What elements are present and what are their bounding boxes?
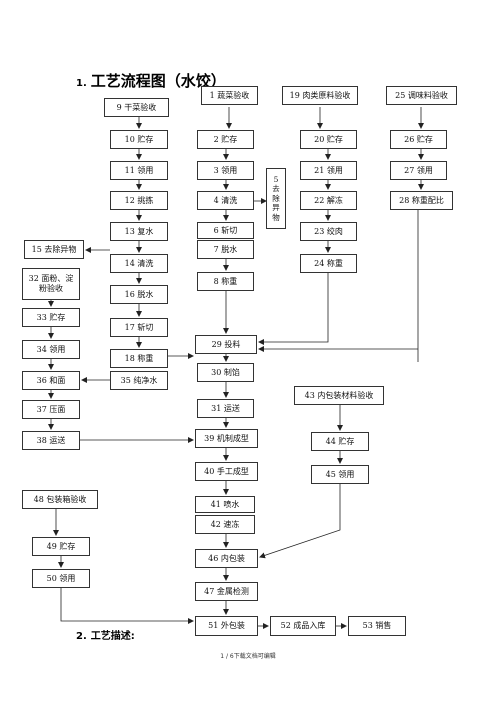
- step-10-storage: 10 贮存: [110, 130, 168, 149]
- step-39-machine-forming: 39 机制成型: [195, 429, 258, 448]
- process-description-heading: 2.工艺描述:: [76, 627, 135, 642]
- step-11-requisition: 11 领用: [110, 161, 168, 180]
- step-21-requisition: 21 领用: [300, 161, 357, 180]
- step-48-carton-receiving: 48 包装箱验收: [22, 490, 98, 509]
- step-28-weighing-proportioning: 28 称重配比: [390, 191, 453, 210]
- step-13-rehydration: 13 复水: [110, 222, 168, 241]
- flowchart-title: 1.工艺流程图（水饺）: [76, 70, 226, 91]
- step-49-storage: 49 贮存: [32, 537, 90, 556]
- step-4-washing: 4 清洗: [197, 191, 254, 210]
- step-41-water-spraying: 41 喷水: [195, 496, 255, 513]
- step-1-vegetable-receiving: 1 蔬菜验收: [201, 86, 258, 105]
- step-33-storage: 33 贮存: [22, 308, 80, 327]
- step-43-inner-packaging-receiving: 43 内包装材料验收: [294, 386, 384, 405]
- step-44-storage: 44 贮存: [311, 432, 369, 451]
- step-17-chopping: 17 斩切: [110, 318, 168, 337]
- step-8-weighing: 8 称重: [197, 272, 254, 291]
- step-30-filling-making: 30 制馅: [197, 363, 254, 382]
- page-footer: 1 / 6下载文档可编辑: [220, 653, 276, 660]
- process-description-text: 工艺描述:: [90, 631, 135, 642]
- step-29-feeding: 29 投料: [195, 335, 257, 354]
- step-2-storage: 2 贮存: [197, 130, 254, 149]
- step-16-dehydration: 16 脱水: [110, 285, 168, 304]
- step-40-manual-forming: 40 手工成型: [195, 462, 258, 481]
- step-3-requisition: 3 领用: [197, 161, 254, 180]
- step-7-dehydration: 7 脱水: [197, 240, 254, 259]
- step-26-storage: 26 贮存: [390, 130, 447, 149]
- step-24-weighing: 24 称重: [300, 254, 357, 273]
- step-34-requisition: 34 领用: [22, 340, 80, 359]
- step-23-mincing: 23 绞肉: [300, 222, 357, 241]
- step-15-foreign-matter-removal: 15 去除异物: [24, 240, 84, 259]
- step-20-storage: 20 贮存: [300, 130, 357, 149]
- step-42-quick-freezing: 42 速冻: [195, 515, 255, 534]
- step-6-chopping: 6 斩切: [197, 222, 254, 239]
- step-5-foreign-matter-removal: 5 去 除 异 物: [266, 168, 286, 229]
- step-22-thawing: 22 解冻: [300, 191, 357, 210]
- step-37-dough-pressing: 37 压面: [22, 400, 80, 419]
- step-35-purified-water: 35 纯净水: [110, 371, 168, 390]
- step-14-washing: 14 清洗: [110, 254, 168, 273]
- step-18-weighing: 18 称重: [110, 349, 168, 368]
- step-12-sorting: 12 挑拣: [110, 191, 168, 210]
- step-36-dough-mixing: 36 和面: [22, 371, 80, 390]
- flowchart-title-number: 1.: [76, 78, 87, 89]
- step-50-requisition: 50 领用: [32, 569, 90, 588]
- step-9-dried-vegetable-receiving: 9 干菜验收: [104, 98, 169, 117]
- step-19-meat-receiving: 19 肉类原料验收: [282, 86, 358, 105]
- step-25-seasoning-receiving: 25 调味料验收: [386, 86, 457, 105]
- step-47-metal-detection: 47 金属检测: [195, 582, 258, 601]
- step-46-inner-packing: 46 内包装: [195, 549, 258, 568]
- step-45-requisition: 45 领用: [311, 465, 369, 484]
- step-53-sales: 53 销售: [348, 616, 406, 636]
- edge-50-51: [60, 588, 194, 624]
- flowchart-title-text: 工艺流程图（水饺）: [90, 72, 226, 90]
- edge-45-46: [259, 484, 341, 559]
- step-32-flour-starch-receiving: 32 面粉、淀粉验收: [22, 268, 80, 300]
- step-51-outer-packing: 51 外包装: [195, 616, 258, 636]
- step-52-warehousing: 52 成品入库: [270, 616, 336, 636]
- step-27-requisition: 27 领用: [390, 161, 447, 180]
- edge-24-29: [258, 273, 329, 345]
- step-31-transport: 31 运送: [197, 399, 254, 418]
- step-38-transport: 38 运送: [22, 431, 80, 450]
- process-description-number: 2.: [76, 631, 87, 642]
